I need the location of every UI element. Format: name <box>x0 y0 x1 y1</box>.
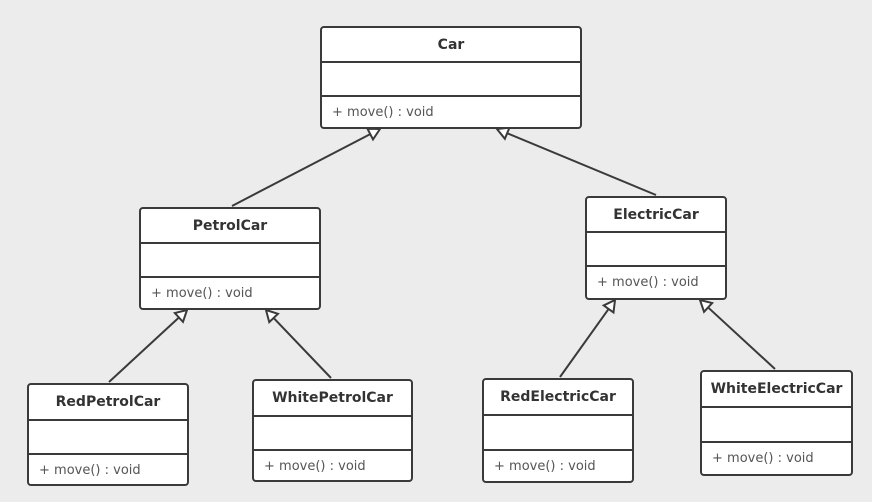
attributes-compartment <box>29 421 187 455</box>
class-electric-car[interactable]: ElectricCar + move() : void <box>585 196 727 300</box>
class-red-petrol-car[interactable]: RedPetrolCar + move() : void <box>27 383 189 486</box>
hollow-triangle-arrowhead-icon <box>264 308 280 324</box>
connector-line <box>506 132 657 196</box>
connector-line <box>231 133 371 207</box>
class-name: PetrolCar <box>141 209 319 244</box>
class-name: WhitePetrolCar <box>254 381 411 417</box>
attributes-compartment <box>254 417 411 451</box>
operation-move: + move() : void <box>39 462 141 478</box>
operation-move: + move() : void <box>597 274 699 290</box>
hollow-triangle-arrowhead-icon <box>698 298 715 314</box>
generalization-red-electric-car-to-electric-car[interactable] <box>559 298 617 378</box>
connector-line <box>559 308 610 378</box>
hollow-triangle-arrowhead-icon <box>172 308 189 324</box>
operation-move: + move() : void <box>494 458 596 474</box>
connector-line <box>108 316 180 383</box>
class-name: Car <box>322 28 580 63</box>
generalization-electric-car-to-car[interactable] <box>495 126 657 196</box>
class-petrol-car[interactable]: PetrolCar + move() : void <box>139 207 321 310</box>
attributes-compartment <box>322 63 580 97</box>
connector-line <box>272 317 332 379</box>
attributes-compartment <box>141 244 319 278</box>
class-car[interactable]: Car + move() : void <box>320 26 582 129</box>
attributes-compartment <box>484 416 632 451</box>
generalization-white-petrol-car-to-petrol-car[interactable] <box>264 308 332 379</box>
generalization-red-petrol-car-to-petrol-car[interactable] <box>108 308 189 383</box>
operation-move: + move() : void <box>151 285 253 301</box>
hollow-triangle-arrowhead-icon <box>601 298 617 315</box>
hollow-triangle-arrowhead-icon <box>365 127 382 142</box>
hollow-triangle-arrowhead-icon <box>495 126 512 141</box>
connector-line <box>707 306 776 370</box>
generalization-white-electric-car-to-electric-car[interactable] <box>698 298 776 370</box>
operation-move: + move() : void <box>264 458 366 474</box>
attributes-compartment <box>587 233 725 267</box>
generalization-petrol-car-to-car[interactable] <box>231 127 382 207</box>
class-white-electric-car[interactable]: WhiteElectricCar + move() : void <box>700 370 853 476</box>
class-name: RedElectricCar <box>484 380 632 416</box>
class-white-petrol-car[interactable]: WhitePetrolCar + move() : void <box>252 379 413 482</box>
operation-move: + move() : void <box>332 104 434 120</box>
class-red-electric-car[interactable]: RedElectricCar + move() : void <box>482 378 634 483</box>
class-name: ElectricCar <box>587 198 725 233</box>
class-name: WhiteElectricCar <box>702 372 851 408</box>
operation-move: + move() : void <box>712 450 814 466</box>
class-name: RedPetrolCar <box>29 385 187 421</box>
attributes-compartment <box>702 408 851 443</box>
